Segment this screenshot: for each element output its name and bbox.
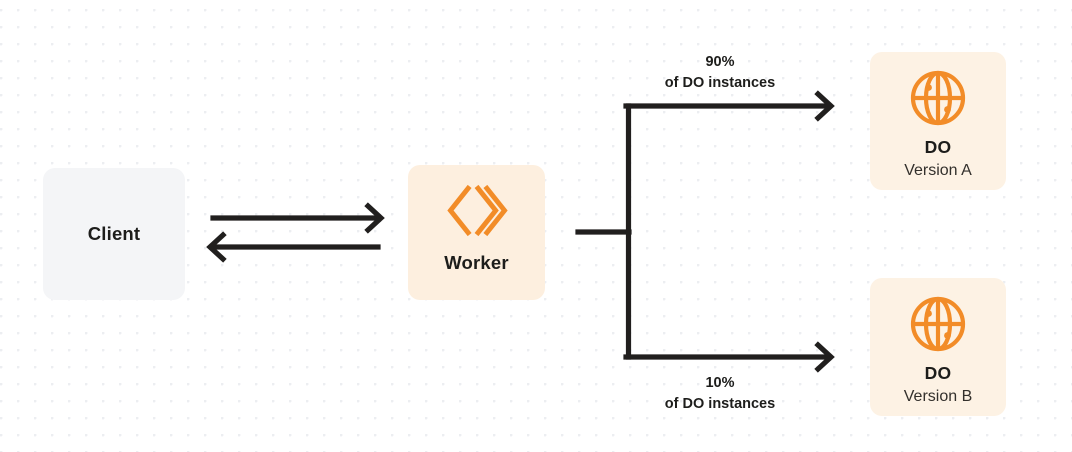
globe-icon — [909, 295, 967, 353]
edge-client-to-worker — [210, 202, 385, 234]
edge-label-do-b-detail: of DO instances — [664, 395, 776, 412]
node-client[interactable]: Client — [43, 168, 185, 300]
node-client-label: Client — [87, 223, 141, 244]
globe-icon — [909, 69, 967, 127]
edge-label-do-a-percent: 90% — [705, 54, 735, 70]
node-do-version-b[interactable]: DO Version B — [870, 278, 1006, 416]
node-do-b-version: Version B — [903, 388, 973, 405]
node-do-b-label: DO — [924, 363, 952, 383]
node-do-version-a[interactable]: DO Version A — [870, 52, 1006, 190]
node-do-a-label: DO — [924, 137, 952, 157]
edge-label-do-b: 10% of DO instances — [605, 373, 835, 414]
node-worker[interactable]: Worker — [408, 165, 545, 300]
node-do-a-version: Version A — [904, 162, 972, 179]
edge-worker-to-do-a — [623, 90, 835, 122]
node-worker-label: Worker — [444, 252, 509, 273]
edge-worker-to-client — [206, 231, 381, 263]
edge-worker-branch-trunk — [575, 103, 632, 360]
cloudflare-workers-icon — [446, 182, 508, 239]
edge-label-do-a: 90% of DO instances — [605, 52, 835, 93]
edge-label-do-b-percent: 10% — [705, 375, 735, 391]
edge-label-do-a-detail: of DO instances — [664, 74, 776, 91]
edge-worker-to-do-b — [623, 341, 835, 373]
